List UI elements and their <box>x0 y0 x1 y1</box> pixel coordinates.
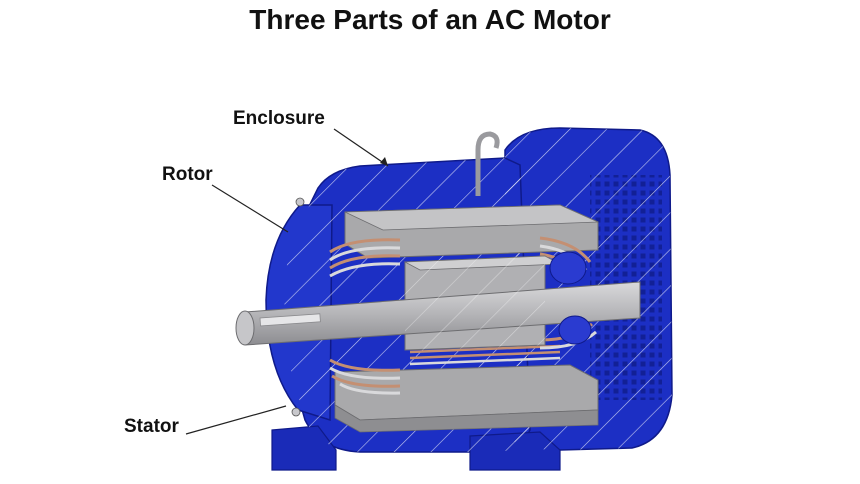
stator-leader-line <box>185 405 287 435</box>
label-stator: Stator <box>124 416 179 437</box>
lifting-hook <box>475 131 500 196</box>
label-rotor: Rotor <box>162 164 213 185</box>
rotor-leader-line <box>211 184 289 233</box>
diagram-title: Three Parts of an AC Motor <box>249 4 611 35</box>
stator-assembly <box>329 204 599 433</box>
rotor-assembly <box>235 251 641 351</box>
bolt-icon <box>291 407 301 417</box>
arrowhead-icon <box>380 157 388 166</box>
stator-windings-lower <box>329 322 597 395</box>
label-enclosure: Enclosure <box>233 108 325 129</box>
enclosure-leader-line <box>333 128 389 167</box>
bolt-icon <box>295 197 305 207</box>
